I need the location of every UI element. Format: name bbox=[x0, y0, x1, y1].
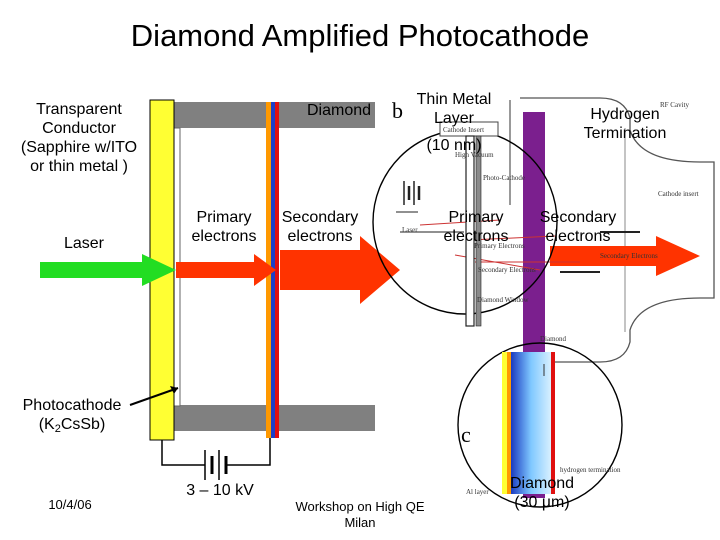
cavity-plate-top-left bbox=[174, 102, 266, 128]
c-layer-orange bbox=[507, 352, 511, 494]
cavity-plate-top-right bbox=[279, 102, 375, 128]
sketch-laser: Laser bbox=[402, 226, 418, 234]
secondary-electrons-line-2: electrons bbox=[287, 228, 353, 245]
photocathode-label: Photocathode (K2CsSb) bbox=[10, 396, 134, 439]
formula-part-b: CsSb) bbox=[60, 416, 106, 433]
secondary-right-line-2: electrons bbox=[545, 228, 611, 245]
transparent-conductor-line-3: (Sapphire w/ITO bbox=[20, 139, 138, 156]
sketch-cathode-insert-2: Cathode insert bbox=[658, 190, 699, 198]
cavity-plate-bottom-left bbox=[174, 405, 266, 431]
panel-letter-b: b bbox=[392, 98, 403, 123]
secondary-right-line-1: Secondary bbox=[539, 209, 617, 226]
c-layer-red bbox=[551, 352, 555, 494]
primary-electrons-line-1: Primary bbox=[196, 209, 252, 226]
diamond-thickness-line-1: Diamond bbox=[509, 475, 575, 492]
sketch-diamond: Diamond bbox=[540, 335, 567, 343]
footer-workshop: Workshop on High QE Milan bbox=[268, 499, 452, 531]
transparent-conductor-line-2: Conductor bbox=[42, 120, 116, 137]
transparent-conductor-line-1: Transparent bbox=[36, 101, 122, 118]
diamond-thickness-label: Diamond (30 µm) bbox=[500, 474, 584, 512]
diamond-layer-red bbox=[275, 102, 279, 438]
footer-workshop-line-1: Workshop on High QE bbox=[295, 499, 425, 514]
sketch-secondary-electrons-2: Secondary Electrons bbox=[600, 252, 658, 260]
sketch-photo-cathode: Photo-Cathode bbox=[483, 174, 525, 182]
diamond-label: Diamond bbox=[306, 102, 372, 119]
sketch-al-layer: Al layer bbox=[466, 488, 489, 496]
primary-electrons-line-2: electrons bbox=[191, 228, 257, 245]
sketch-hydrogen-termination: hydrogen termination bbox=[560, 466, 621, 474]
hydrogen-line-2: Termination bbox=[583, 125, 667, 142]
zoom-circle-c bbox=[457, 342, 623, 508]
footer-date: 10/4/06 bbox=[48, 497, 92, 512]
photocathode-pointer bbox=[129, 387, 179, 406]
thin-metal-thickness: (10 nm) bbox=[426, 137, 482, 154]
voltage-label: 3 – 10 kV bbox=[186, 482, 254, 499]
sketch-cathode-insert: Cathode Insert bbox=[443, 126, 485, 134]
transparent-conductor-line-4: or thin metal ) bbox=[30, 158, 128, 175]
primary-right-line-2: electrons bbox=[443, 228, 509, 245]
transparent-conductor-label: Transparent Conductor (Sapphire w/ITO or… bbox=[10, 100, 148, 176]
formula-subscript: 2 bbox=[54, 423, 61, 435]
secondary-electrons-line-1: Secondary bbox=[281, 209, 359, 226]
c-layer-diamond bbox=[511, 352, 551, 494]
c-layer-yellow bbox=[502, 352, 507, 494]
panel-letter-c: c bbox=[461, 422, 471, 447]
sketch-photocathode-bar bbox=[465, 135, 475, 327]
sketch-diamond-window: Diamond Window bbox=[477, 296, 529, 304]
photocathode-line-1: Photocathode bbox=[22, 397, 122, 414]
formula-part-a: (K bbox=[38, 416, 55, 433]
sketch-rf-cavity: RF Cavity bbox=[660, 101, 689, 109]
photocathode-pointer-head bbox=[170, 386, 178, 394]
circuit-wire-left bbox=[161, 440, 205, 466]
secondary-electrons-label: Secondary electrons bbox=[270, 208, 370, 246]
thin-metal-line-2: Layer bbox=[433, 110, 475, 127]
secondary-electrons-right-label: Secondary electrons bbox=[526, 208, 630, 246]
secondary-electrons-arrow-right bbox=[550, 236, 700, 276]
thin-metal-line-1: Thin Metal bbox=[416, 91, 492, 108]
primary-electrons-label: Primary electrons bbox=[178, 208, 270, 246]
secondary-electrons-arrow bbox=[280, 236, 400, 304]
primary-electrons-arrow bbox=[176, 254, 276, 286]
photocathode-formula: (K2CsSb) bbox=[10, 415, 134, 439]
sketch-arrow-2 bbox=[469, 235, 556, 241]
primary-electrons-right-label: Primary electrons bbox=[430, 208, 522, 246]
rf-cavity-outline bbox=[520, 97, 715, 363]
primary-right-line-1: Primary bbox=[448, 209, 504, 226]
page-title: Diamond Amplified Photocathode bbox=[130, 18, 590, 53]
sketch-diamond-bar bbox=[475, 135, 482, 327]
circuit-wire-right bbox=[226, 438, 271, 466]
cavity-plate-bottom-right bbox=[279, 405, 375, 431]
footer-workshop-line-2: Milan bbox=[344, 515, 376, 530]
sketch-arrow-1 bbox=[419, 219, 501, 226]
hydrogen-line-1: Hydrogen bbox=[590, 106, 660, 123]
laser-arrow bbox=[40, 254, 176, 286]
laser-label: Laser bbox=[63, 235, 105, 252]
sketch-secondary-electrons: Secondary Electrons bbox=[478, 266, 536, 274]
diamond-thickness-line-2: (30 µm) bbox=[514, 494, 570, 511]
hydrogen-termination-label: Hydrogen Termination bbox=[570, 105, 680, 143]
thin-metal-label: Thin Metal Layer bbox=[404, 90, 504, 128]
sketch-primary-electrons: Primary Electrons bbox=[474, 242, 525, 250]
sketch-high-vacuum: High Vacuum bbox=[455, 151, 494, 159]
